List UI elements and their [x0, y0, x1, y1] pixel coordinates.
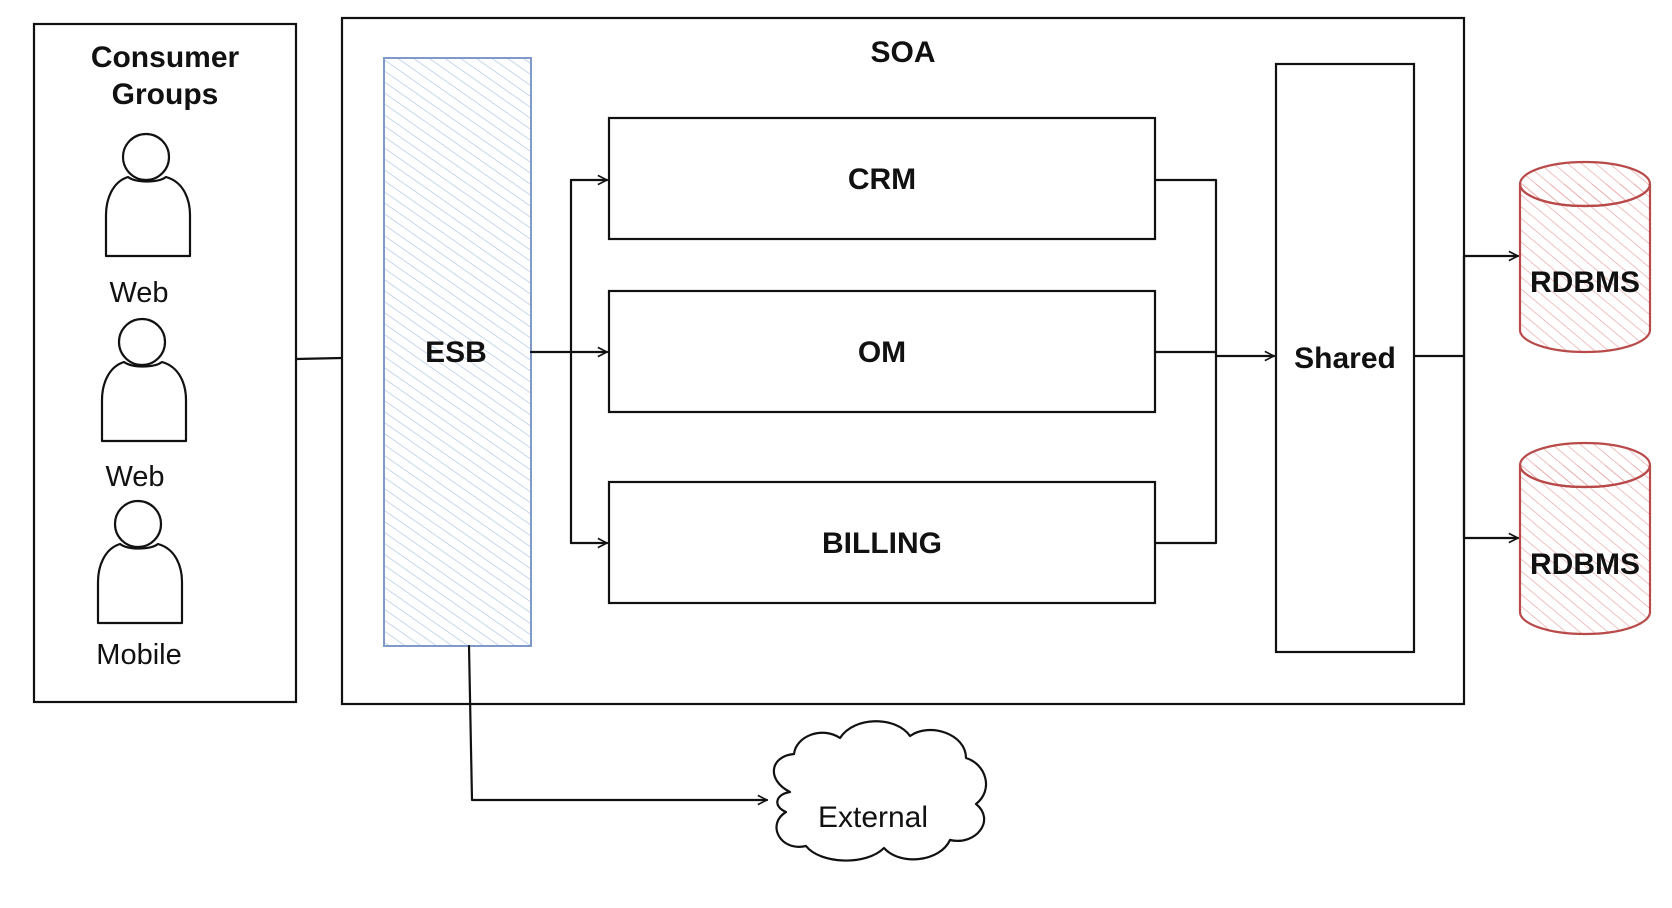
user-icon: [100, 317, 188, 443]
esb-bus: ESB: [383, 57, 532, 647]
user-icon: [96, 499, 184, 625]
external-label: External: [818, 801, 928, 834]
service-box-crm: CRM: [607, 116, 1157, 241]
service-box-om: OM: [607, 289, 1157, 414]
user-label-web-1: Web: [109, 277, 168, 309]
connector-consumers-to-soa: [294, 356, 344, 361]
external-cloud: External: [772, 720, 987, 862]
soa-title: SOA: [870, 36, 935, 69]
database-label-1: RDBMS: [1530, 266, 1640, 299]
shared-label: Shared: [1294, 342, 1396, 375]
database-label-2: RDBMS: [1530, 548, 1640, 581]
consumer-groups-title-line1: Consumer: [91, 41, 240, 74]
service-label-om: OM: [858, 336, 906, 369]
database-cylinder-2: RDBMS: [1518, 441, 1652, 636]
services-to-shared-connectors: [1153, 178, 1276, 545]
consumer-groups-title-line2: Groups: [112, 78, 219, 111]
shared-to-databases-connectors: [1412, 256, 1520, 538]
database-cylinder-1: RDBMS: [1518, 160, 1652, 354]
consumer-groups-panel: Consumer Groups Web Web Mobile: [32, 22, 298, 704]
service-label-crm: CRM: [848, 163, 916, 196]
shared-component: Shared: [1274, 62, 1416, 654]
service-box-billing: BILLING: [607, 480, 1157, 605]
user-icon: [104, 132, 192, 258]
esb-to-services-connectors: [529, 180, 609, 543]
connector-esb-to-external: [467, 644, 769, 800]
user-label-web-2: Web: [105, 461, 164, 493]
user-label-mobile: Mobile: [96, 639, 181, 671]
service-label-billing: BILLING: [822, 527, 942, 560]
esb-label: ESB: [425, 336, 487, 369]
